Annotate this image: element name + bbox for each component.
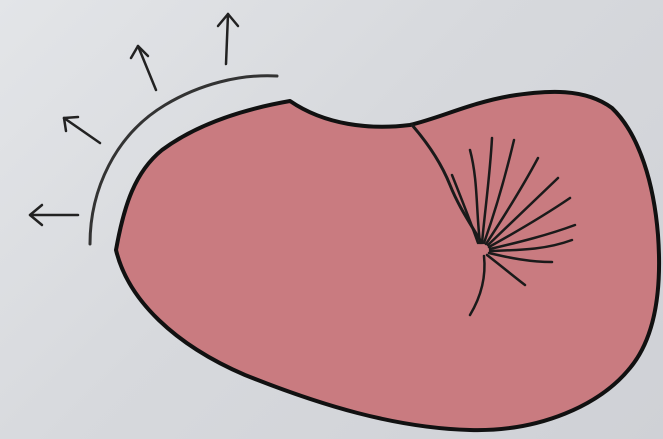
- outward-arrow-icon: [30, 205, 78, 225]
- outward-arrow-icon: [64, 117, 100, 143]
- outward-arrow-icon: [131, 46, 156, 90]
- organ-body: [116, 92, 659, 430]
- outward-arrow-icon: [218, 14, 238, 64]
